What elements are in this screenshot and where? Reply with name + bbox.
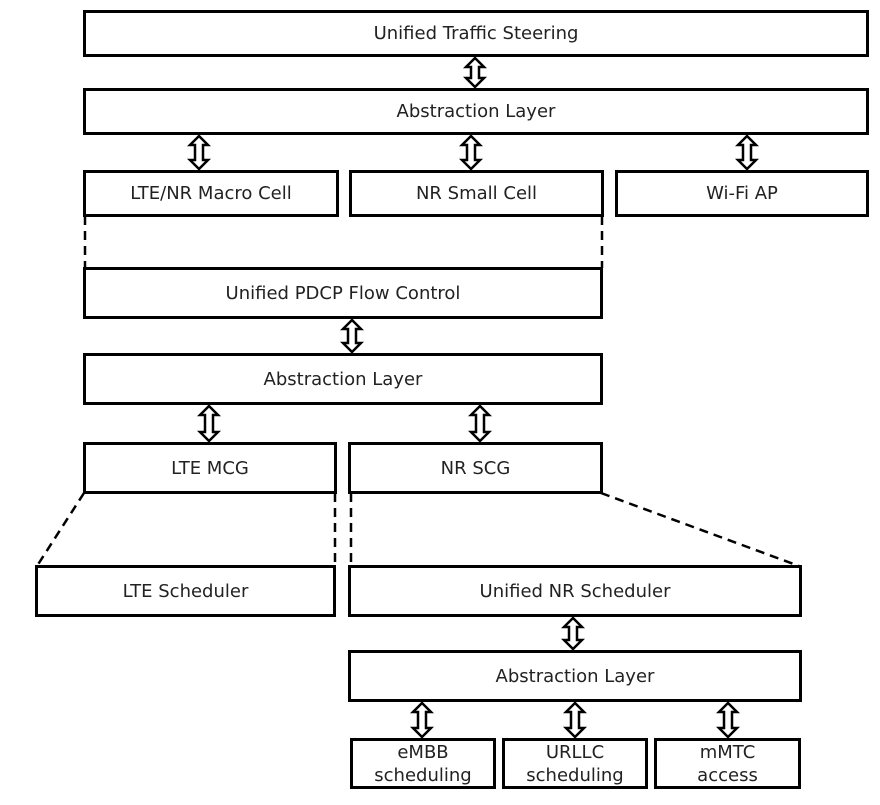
double-arrow-icon	[715, 701, 741, 739]
urllc-label-line2: scheduling	[526, 764, 624, 786]
mmtc-label-line2: access	[697, 764, 758, 786]
abstraction-layer-bottom-box: Abstraction Layer	[348, 650, 802, 702]
unified-traffic-steering-label: Unified Traffic Steering	[373, 23, 579, 44]
nr-scg-box: NR SCG	[348, 442, 603, 494]
unified-nr-scheduler-label: Unified NR Scheduler	[479, 580, 671, 602]
double-arrow-icon	[562, 701, 588, 739]
double-arrow-icon	[734, 134, 760, 171]
dashed-connector	[600, 491, 800, 568]
abstraction-layer-bottom-label: Abstraction Layer	[495, 665, 655, 687]
urllc-scheduling-box: URLLC scheduling	[502, 738, 648, 789]
nr-small-cell-box: NR Small Cell	[349, 170, 604, 217]
dashed-connector	[35, 492, 86, 567]
lte-scheduler-label: LTE Scheduler	[122, 580, 249, 602]
lte-nr-macro-cell-label: LTE/NR Macro Cell	[130, 183, 292, 204]
abstraction-layer-mid-label: Abstraction Layer	[263, 368, 423, 390]
double-arrow-icon	[186, 134, 212, 171]
embb-scheduling-box: eMBB scheduling	[350, 738, 496, 789]
mmtc-access-box: mMTC access	[654, 738, 801, 789]
lte-mcg-box: LTE MCG	[83, 442, 337, 494]
embb-label-line1: eMBB	[397, 741, 449, 763]
unified-nr-scheduler-box: Unified NR Scheduler	[348, 565, 802, 617]
mmtc-label-line1: mMTC	[699, 741, 756, 763]
unified-pdcp-flow-control-label: Unified PDCP Flow Control	[225, 282, 461, 304]
double-arrow-icon	[467, 404, 493, 443]
lte-scheduler-box: LTE Scheduler	[35, 565, 336, 617]
double-arrow-icon	[458, 134, 484, 171]
nr-scg-label: NR SCG	[440, 457, 511, 479]
double-arrow-icon	[339, 318, 365, 354]
nr-small-cell-label: NR Small Cell	[415, 183, 538, 204]
double-arrow-icon	[462, 56, 488, 89]
abstraction-layer-top-box: Abstraction Layer	[83, 88, 869, 135]
unified-traffic-steering-box: Unified Traffic Steering	[83, 10, 869, 57]
urllc-label-line1: URLLC	[545, 741, 605, 763]
lte-mcg-label: LTE MCG	[171, 457, 249, 479]
unified-pdcp-flow-control-box: Unified PDCP Flow Control	[83, 267, 603, 319]
double-arrow-icon	[409, 701, 435, 739]
wifi-ap-label: Wi-Fi AP	[706, 183, 778, 204]
abstraction-layer-mid-box: Abstraction Layer	[83, 353, 603, 405]
lte-nr-macro-cell-box: LTE/NR Macro Cell	[83, 170, 339, 217]
abstraction-layer-top-label: Abstraction Layer	[396, 101, 556, 122]
wifi-ap-box: Wi-Fi AP	[615, 170, 869, 217]
embb-label-line2: scheduling	[374, 764, 472, 786]
double-arrow-icon	[560, 616, 586, 651]
double-arrow-icon	[196, 404, 222, 443]
